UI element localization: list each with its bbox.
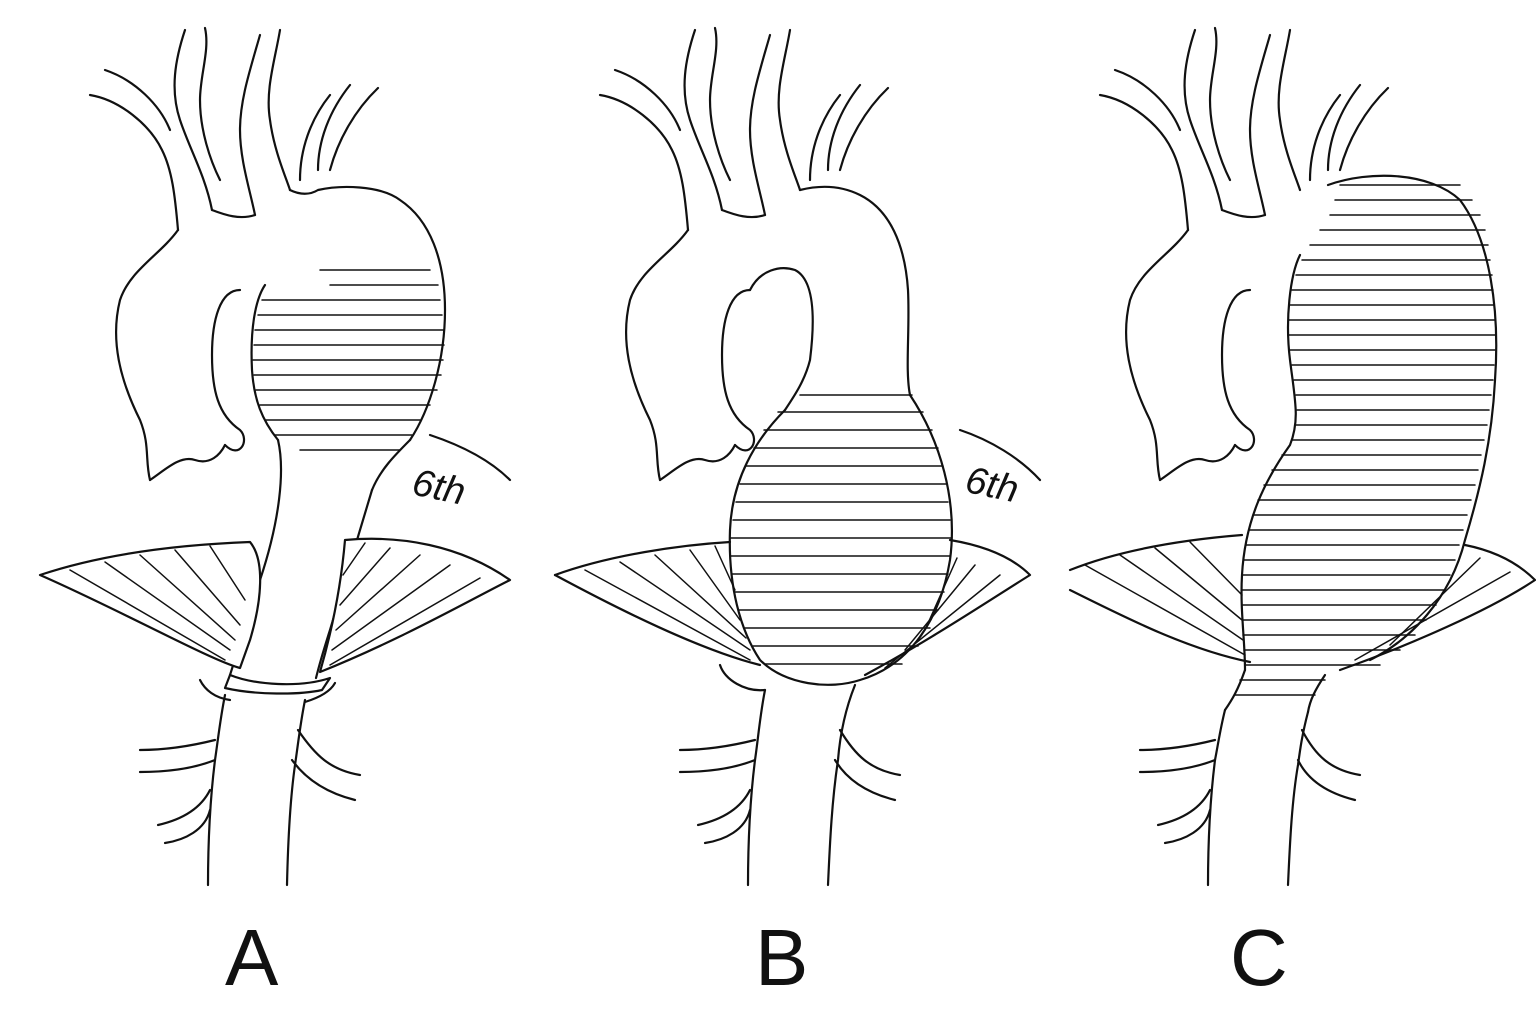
panel-a-abdominal-aorta (138, 693, 362, 887)
panel-c: C (1068, 26, 1536, 1002)
panel-a-aneurysm (250, 269, 445, 492)
panel-b-aneurysm (728, 393, 953, 686)
panel-a-rib-line (428, 433, 512, 482)
panel-c-abdominal-aorta (1138, 708, 1362, 887)
panel-a-diaphragm (38, 537, 512, 704)
panel-c-letter: C (1230, 913, 1288, 1002)
panel-b-diaphragm (553, 538, 1032, 692)
panel-a-rib-label: 6th (409, 462, 469, 514)
panel-b-arch (598, 26, 912, 482)
panel-b-rib-line (958, 428, 1042, 482)
panel-b: 6th B (553, 26, 1042, 1002)
panel-c-diaphragm (1068, 533, 1536, 714)
panel-b-abdominal-aorta (678, 683, 902, 887)
panel-a: 6th A (38, 26, 512, 1002)
panel-b-rib-label: 6th (962, 459, 1022, 511)
panel-a-letter: A (225, 913, 279, 1002)
panel-a-arch (88, 26, 447, 482)
panel-c-aneurysm (1234, 174, 1498, 696)
panel-b-letter: B (755, 913, 808, 1002)
panel-c-arch (1098, 26, 1390, 482)
